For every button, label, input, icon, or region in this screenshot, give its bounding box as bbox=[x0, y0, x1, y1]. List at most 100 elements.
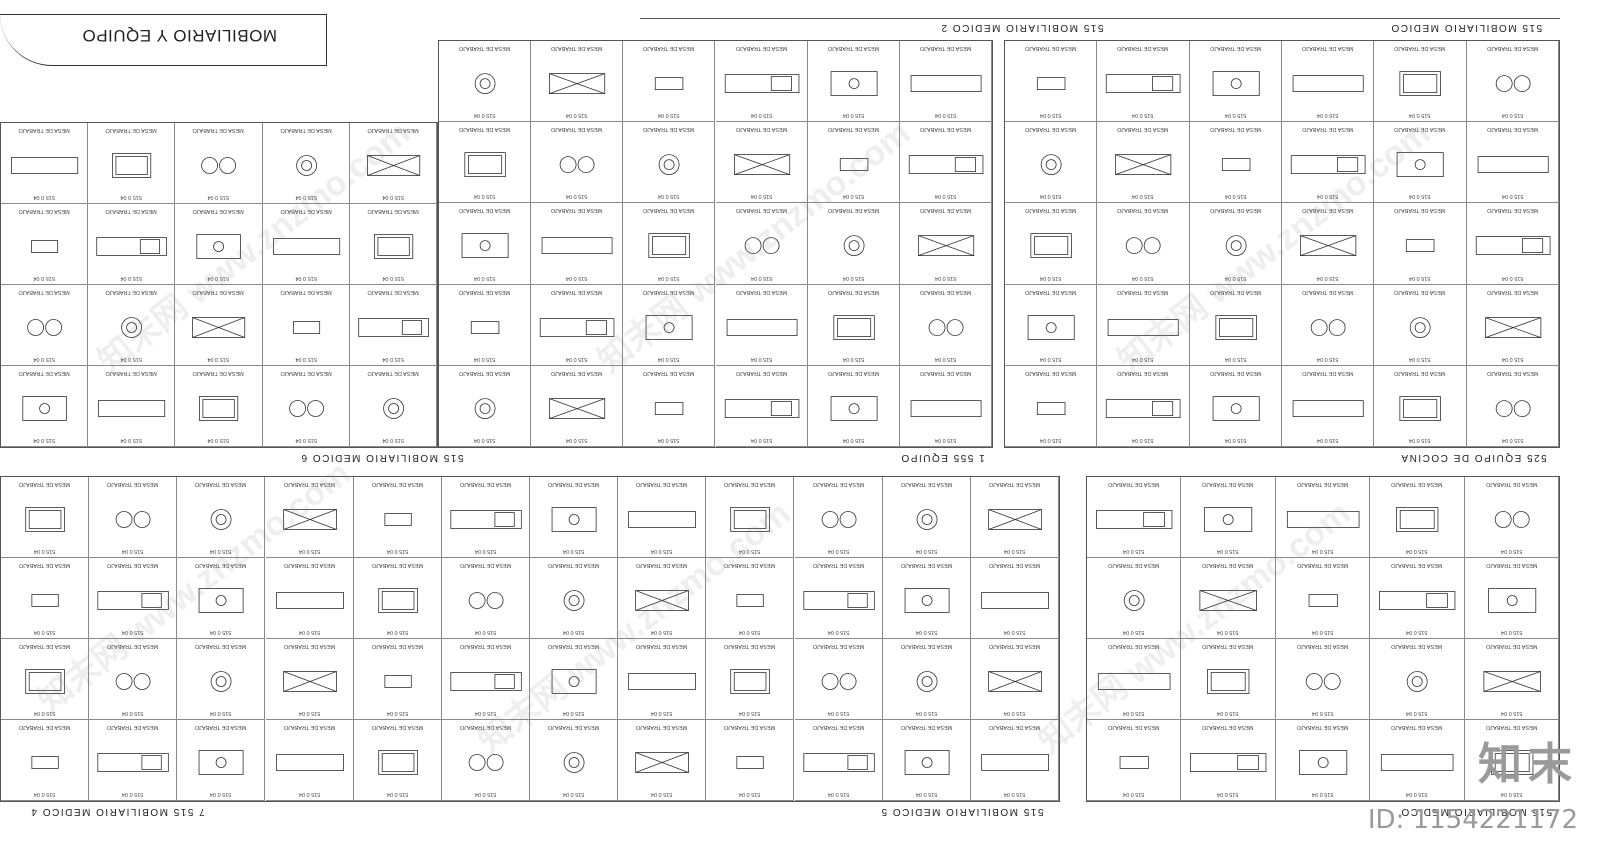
equipment-symbol bbox=[733, 154, 790, 176]
equipment-symbol bbox=[25, 507, 65, 532]
cell-code: 515 0 04 bbox=[207, 194, 230, 200]
equipment-symbol bbox=[1204, 507, 1253, 532]
cell-label: MESA DE TRABAJO bbox=[724, 724, 776, 730]
cell-code: 515 0 04 bbox=[1406, 791, 1428, 797]
equipment-symbol bbox=[904, 750, 950, 775]
equipment-symbol bbox=[830, 395, 878, 421]
equipment-symbol bbox=[628, 511, 697, 528]
section-title-2: 515 MOBILIARIO MEDICO bbox=[1390, 22, 1543, 33]
cell-label: MESA DE TRABAJO bbox=[827, 45, 879, 51]
cell-label: MESA DE TRABAJO bbox=[1209, 288, 1261, 295]
cell-code: 515 0 04 bbox=[827, 629, 849, 635]
cell-label: MESA DE TRABAJO bbox=[371, 643, 423, 649]
cell-code: 515 0 04 bbox=[210, 548, 232, 554]
cell-label: MESA DE TRABAJO bbox=[192, 208, 245, 214]
cell-code: 515 0 04 bbox=[562, 791, 585, 797]
cell-label: MESA DE TRABAJO bbox=[105, 289, 157, 295]
cell-code: 515 0 04 bbox=[33, 791, 56, 797]
cell-label: MESA DE TRABAJO bbox=[900, 643, 952, 649]
equipment-symbol bbox=[744, 237, 779, 255]
cell-code: 515 0 04 bbox=[1316, 274, 1339, 281]
equipment-symbol bbox=[551, 507, 597, 532]
cell-label: MESA DE TRABAJO bbox=[195, 562, 247, 568]
cell-label: MESA DE TRABAJO bbox=[105, 208, 157, 214]
cell-code: 515 0 04 bbox=[1501, 436, 1524, 443]
cell-code: 515 0 04 bbox=[122, 791, 144, 797]
equipment-symbol bbox=[468, 592, 504, 609]
cell-code: 515 0 04 bbox=[934, 193, 957, 200]
cell-label: MESA DE TRABAJO bbox=[459, 481, 512, 487]
cell-label: MESA DE TRABAJO bbox=[283, 643, 335, 649]
cell-label: MESA DE TRABAJO bbox=[735, 207, 787, 214]
cell-code: 515 0 04 bbox=[562, 710, 585, 716]
cell-label: MESA DE TRABAJO bbox=[988, 481, 1041, 487]
cell-code: 515 0 04 bbox=[1003, 629, 1026, 635]
cell-label: MESA DE TRABAJO bbox=[551, 288, 603, 295]
symbol-cell: MESA DE TRABAJO 515 0 04 bbox=[1282, 284, 1375, 366]
cell-label: MESA DE TRABAJO bbox=[1485, 562, 1537, 568]
cell-code: 515 0 04 bbox=[1039, 436, 1062, 443]
equipment-symbol bbox=[1410, 316, 1431, 338]
cell-code: 515 0 04 bbox=[33, 275, 55, 281]
equipment-symbol bbox=[272, 238, 340, 255]
cell-label: MESA DE TRABAJO bbox=[195, 724, 247, 730]
equipment-symbol bbox=[450, 672, 522, 691]
cell-code: 515 0 04 bbox=[1316, 355, 1339, 362]
cell-label: MESA DE TRABAJO bbox=[458, 207, 511, 214]
equipment-symbol bbox=[839, 158, 868, 172]
cell-code: 515 0 04 bbox=[1132, 355, 1154, 362]
equipment-symbol bbox=[910, 399, 982, 417]
cell-code: 515 0 04 bbox=[1501, 112, 1524, 119]
cell-label: MESA DE TRABAJO bbox=[988, 643, 1041, 649]
equipment-symbol bbox=[910, 75, 982, 92]
cell-label: MESA DE TRABAJO bbox=[827, 369, 879, 376]
cell-code: 515 0 04 bbox=[386, 548, 408, 554]
cell-code: 515 0 04 bbox=[1224, 274, 1247, 281]
section-title-4: 1 555 EQUIPO bbox=[900, 452, 985, 463]
cell-label: MESA DE TRABAJO bbox=[367, 370, 419, 376]
cell-code: 515 0 04 bbox=[651, 710, 673, 716]
equipment-symbol bbox=[559, 156, 595, 174]
equipment-symbol bbox=[724, 398, 799, 418]
cell-code: 515 0 04 bbox=[474, 710, 497, 716]
cell-label: MESA DE TRABAJO bbox=[107, 724, 159, 730]
cell-code: 515 0 04 bbox=[474, 548, 497, 554]
cell-label: MESA DE TRABAJO bbox=[283, 481, 335, 487]
cell-code: 515 0 04 bbox=[1122, 629, 1145, 635]
equipment-symbol bbox=[192, 317, 246, 338]
equipment-symbol bbox=[1495, 399, 1531, 417]
cell-label: MESA DE TRABAJO bbox=[1302, 288, 1354, 295]
equipment-symbol bbox=[97, 591, 169, 610]
equipment-symbol bbox=[916, 509, 938, 530]
cell-code: 515 0 04 bbox=[827, 548, 849, 554]
equipment-symbol bbox=[730, 507, 771, 532]
equipment-symbol bbox=[282, 671, 337, 692]
cell-code: 515 0 04 bbox=[33, 548, 56, 554]
cell-code: 515 0 04 bbox=[1311, 548, 1334, 554]
cell-label: MESA DE TRABAJO bbox=[107, 562, 159, 568]
equipment-symbol bbox=[541, 237, 613, 255]
